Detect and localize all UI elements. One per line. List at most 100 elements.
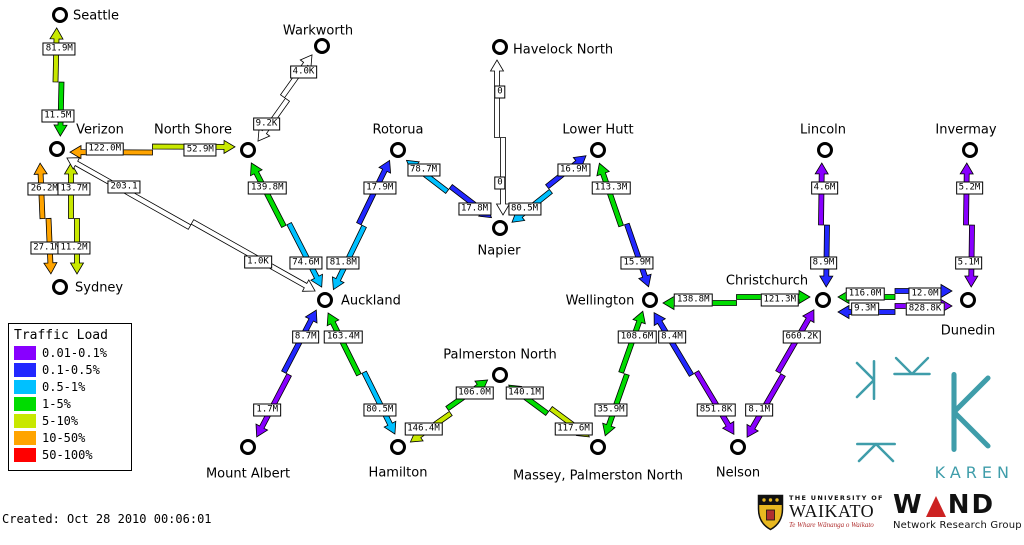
legend-swatch-6 xyxy=(14,448,36,462)
link-wellington-nelson-arrow-b xyxy=(693,370,735,435)
node-lowerhutt xyxy=(590,142,606,158)
legend-label-0: 0.01-0.1% xyxy=(42,346,108,360)
traffic-label-rotorua-napier-b: 17.8M xyxy=(457,202,492,215)
node-label-verizon: Verizon xyxy=(76,122,124,138)
node-label-christchurch: Christchurch xyxy=(725,273,809,289)
legend-item-1: 0.1-0.5% xyxy=(14,363,125,377)
traffic-load-legend: Traffic Load 0.01-0.1% 0.1-0.5% 0.5-1% 1-5%… xyxy=(8,323,132,471)
node-label-napier: Napier xyxy=(477,243,521,259)
legend-item-2: 0.5-1% xyxy=(14,380,125,394)
node-label-mountalbert: Mount Albert xyxy=(205,466,291,482)
waikato-logo: THE UNIVERSITY OF WAIKATO Te Whare Wānan… xyxy=(757,494,884,531)
node-northshore xyxy=(240,142,256,158)
waikato-line3: Te Whare Wānanga o Waikato xyxy=(789,521,874,529)
node-lincoln xyxy=(817,142,833,158)
traffic-label-auckland-hamilton-b: 80.5M xyxy=(363,403,397,417)
node-label-warkworth: Warkworth xyxy=(282,23,354,39)
node-label-massey: Massey, Palmerston North xyxy=(512,468,684,484)
traffic-label-napier-lowerhutt-b: 16.9M xyxy=(556,163,591,176)
traffic-label-nelson-christchurch-b: 660.2K xyxy=(782,330,822,344)
node-label-dunedin: Dunedin xyxy=(940,323,996,339)
legend-items: 0.01-0.1%0.1-0.5%0.5-1%1-5%5-10%10-50%50… xyxy=(14,346,125,462)
traffic-label-wellington-nelson-a: 8.4M xyxy=(658,330,686,344)
traffic-label-verizon-sydney-a: 13.7M xyxy=(57,182,91,196)
legend-label-3: 1-5% xyxy=(42,397,71,411)
node-label-lowerhutt: Lower Hutt xyxy=(562,122,634,138)
traffic-label-wellington-christchurch-a: 138.8M xyxy=(673,293,713,307)
legend-swatch-4 xyxy=(14,414,36,428)
traffic-label-wellington-christchurch-b: 121.3M xyxy=(760,293,800,307)
wand-a-triangle-icon xyxy=(925,496,946,517)
traffic-label-palmnorth-massey-b: 117.6M xyxy=(554,422,593,436)
legend-label-1: 0.1-0.5% xyxy=(42,363,100,377)
traffic-label-christchurch-dunedin-b: 828.8K xyxy=(905,302,945,316)
node-nelson xyxy=(730,439,746,455)
node-label-rotorua: Rotorua xyxy=(372,122,424,138)
node-label-lincoln: Lincoln xyxy=(799,122,847,138)
created-timestamp: Created: Oct 28 2010 00:06:01 xyxy=(2,512,212,526)
legend-swatch-3 xyxy=(14,397,36,411)
traffic-label-christchurch-dunedin-b: 12.0M xyxy=(908,287,942,301)
legend-swatch-5 xyxy=(14,431,36,445)
legend-title: Traffic Load xyxy=(14,328,108,343)
link-wellington-nelson-arrow-a xyxy=(653,312,695,377)
karen-logo: KAREN xyxy=(850,352,1016,482)
wand-wordmark: W ND xyxy=(893,492,1022,518)
link-verizon-auckland-arrow-a xyxy=(66,157,192,230)
traffic-label-verizon-sydney-b: 11.2M xyxy=(57,241,91,255)
waikato-line2: WAIKATO xyxy=(789,501,875,521)
traffic-label-verizon-seattle-a: 11.5M xyxy=(41,109,75,122)
legend-item-4: 5-10% xyxy=(14,414,125,428)
traffic-label-verizon-auckland-a: 203.1 xyxy=(107,180,141,194)
legend-item-0: 0.01-0.1% xyxy=(14,346,125,360)
node-label-northshore: North Shore xyxy=(154,122,232,138)
traffic-label-rotorua-auckland-a: 17.9M xyxy=(363,181,397,194)
legend-swatch-0 xyxy=(14,346,36,360)
link-auckland-hamilton-arrow-b xyxy=(361,370,397,435)
traffic-label-lowerhutt-wellington-b: 15.9M xyxy=(620,256,654,269)
legend-swatch-1 xyxy=(14,363,36,377)
waikato-text: THE UNIVERSITY OF WAIKATO Te Whare Wānan… xyxy=(789,494,884,529)
wand-logo: W ND Network Research Group xyxy=(893,492,1022,531)
waikato-line1: THE UNIVERSITY OF xyxy=(789,494,884,502)
node-label-nelson: Nelson xyxy=(715,465,761,481)
traffic-label-auckland-mountalbert-a: 8.7M xyxy=(291,330,320,344)
traffic-label-auckland-hamilton-a: 163.4M xyxy=(323,330,363,344)
node-rotorua xyxy=(390,142,406,158)
legend-swatch-2 xyxy=(14,380,36,394)
traffic-label-northshore-auckland-a: 139.8M xyxy=(247,181,287,194)
legend-item-6: 50-100% xyxy=(14,448,125,462)
node-auckland xyxy=(317,292,333,308)
node-verizon xyxy=(49,141,65,157)
node-label-palmnorth: Palmerston North xyxy=(443,347,557,363)
node-christchurch xyxy=(815,292,831,308)
traffic-label-napier-havelock-a: 0 xyxy=(494,176,506,190)
karen-logo-glyphs-icon xyxy=(855,356,991,463)
node-massey xyxy=(590,439,606,455)
wand-letters-nd: ND xyxy=(947,490,996,520)
traffic-label-verizon-northshore-b: 52.9M xyxy=(183,143,217,157)
traffic-label-northshore-warkworth-b: 4.0K xyxy=(289,65,318,79)
node-napier xyxy=(492,220,508,236)
node-havelock xyxy=(492,39,508,55)
traffic-label-verizon-sydney-a: 26.2M xyxy=(27,182,61,196)
waikato-crest-icon xyxy=(757,494,784,531)
node-seattle xyxy=(52,7,68,23)
link-lowerhutt-wellington-arrow-a xyxy=(596,162,625,228)
legend-item-3: 1-5% xyxy=(14,397,125,411)
traffic-label-christchurch-dunedin-a: 9.3M xyxy=(851,302,879,316)
legend-label-4: 5-10% xyxy=(42,414,79,428)
legend-label-6: 50-100% xyxy=(42,448,93,462)
wand-letter-w: W xyxy=(893,490,924,520)
link-auckland-hamilton-arrow-a xyxy=(326,312,362,377)
node-invermay xyxy=(962,142,978,158)
node-label-seattle: Seattle xyxy=(73,8,120,24)
node-label-auckland: Auckland xyxy=(341,293,401,309)
karen-logo-text: KAREN xyxy=(934,463,1014,482)
traffic-label-nelson-christchurch-a: 8.1M xyxy=(745,403,774,417)
node-label-sydney: Sydney xyxy=(75,280,124,296)
traffic-label-wellington-massey-a: 108.6M xyxy=(617,330,657,344)
traffic-label-verizon-auckland-b: 1.0K xyxy=(244,255,272,269)
traffic-label-northshore-warkworth-a: 9.2K xyxy=(252,117,281,131)
traffic-label-napier-havelock-b: 0 xyxy=(494,85,506,99)
